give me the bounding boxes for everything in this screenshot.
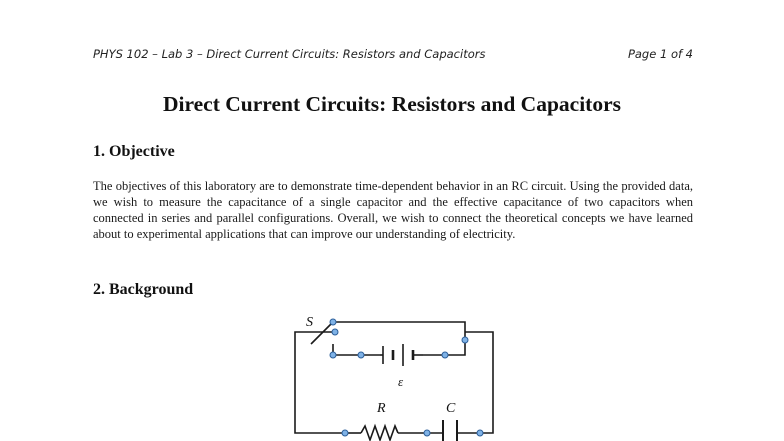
battery-terminal-right <box>441 351 449 359</box>
running-header-title: PHYS 102 – Lab 3 – Direct Current Circui… <box>93 47 486 61</box>
junction-right <box>461 336 469 344</box>
switch-pivot <box>331 328 339 336</box>
document-title: Direct Current Circuits: Resistors and C… <box>162 92 621 116</box>
section-heading-background: 2. Background <box>93 281 194 298</box>
resistor-symbol <box>360 423 399 441</box>
node-b-label: b <box>420 439 426 441</box>
resistor-label: R <box>376 401 386 416</box>
terminal-dots <box>329 318 484 437</box>
section-heading-objective: 1. Objective <box>93 143 175 160</box>
node-b-dot <box>423 429 431 437</box>
switch-contact-top <box>329 318 337 326</box>
node-a-dot <box>341 429 349 437</box>
battery-symbol <box>380 344 423 366</box>
switch-contact-lower <box>329 351 337 359</box>
switch-label: S <box>306 315 313 330</box>
battery-terminal-left <box>357 351 365 359</box>
rc-circuit-diagram: S ε R C a b <box>294 315 494 441</box>
objective-paragraph: The objectives of this laboratory are to… <box>93 179 693 241</box>
capacitor-label: C <box>446 401 456 416</box>
node-c-dot <box>476 429 484 437</box>
page-number: Page 1 of 4 <box>627 47 693 61</box>
circuit-wires <box>294 321 494 434</box>
emf-label: ε <box>398 374 404 389</box>
node-a-label: a <box>335 439 341 441</box>
capacitor-symbol <box>442 420 458 441</box>
